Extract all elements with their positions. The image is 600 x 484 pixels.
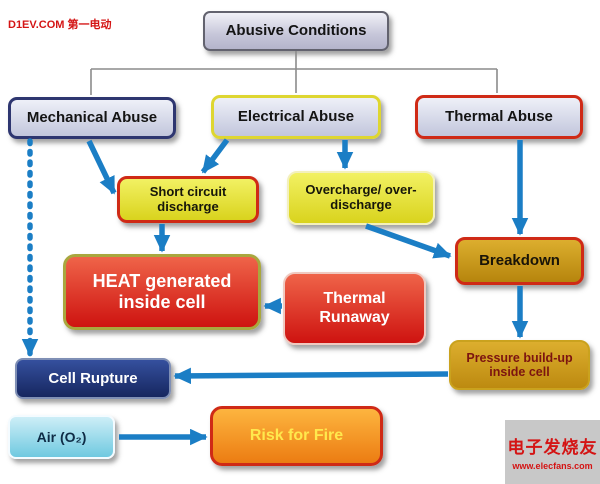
elecfans-watermark-title: 电子发烧友	[507, 438, 598, 457]
connector-lines	[90, 51, 498, 95]
connector-tree	[90, 51, 498, 95]
node-label: Overcharge/ over-discharge	[305, 182, 417, 212]
d1ev-watermark: D1EV.COM 第一电动	[8, 19, 112, 31]
node-label: Cell Rupture	[48, 369, 138, 387]
node-breakdown: Breakdown	[455, 237, 584, 285]
node-mechanical-abuse: Mechanical Abuse	[8, 97, 176, 139]
node-label: Risk for Fire	[249, 426, 344, 444]
node-label: HEAT generated inside cell	[92, 271, 232, 312]
node-label: Abusive Conditions	[225, 22, 367, 40]
node-cell-rupture: Cell Rupture	[15, 358, 171, 399]
node-air-oxygen: Air (O₂)	[8, 415, 115, 459]
node-label: Short circuit discharge	[149, 183, 227, 214]
node-electrical-abuse: Electrical Abuse	[211, 95, 381, 139]
node-label: Thermal Runaway	[319, 290, 390, 326]
elecfans-watermark-url: www.elecfans.com	[512, 461, 593, 471]
node-label: Breakdown	[479, 252, 560, 270]
arrow-electrical-to-short-circuit	[200, 138, 230, 174]
node-label: Air (O₂)	[36, 428, 87, 445]
node-heat-generated-inside-cell: HEAT generated inside cell	[63, 254, 261, 330]
arrow-overcharge-to-breakdown	[365, 223, 452, 259]
node-abusive-conditions: Abusive Conditions	[203, 11, 389, 51]
node-risk-for-fire: Risk for Fire	[210, 406, 383, 466]
node-thermal-runaway: Thermal Runaway	[283, 272, 426, 345]
node-pressure-buildup-inside-cell: Pressure build-up inside cell	[449, 340, 590, 390]
node-label: Pressure build-up inside cell	[466, 350, 573, 379]
node-overcharge-overdischarge: Overcharge/ over-discharge	[287, 171, 435, 225]
node-thermal-abuse: Thermal Abuse	[415, 95, 583, 139]
node-label: Thermal Abuse	[445, 108, 553, 126]
node-label: Mechanical Abuse	[26, 109, 158, 127]
arrow-pressure-to-cell-rupture	[173, 367, 449, 385]
elecfans-watermark: 电子发烧友 www.elecfans.com	[505, 420, 600, 484]
arrow-mechanical-to-short-circuit	[86, 139, 117, 195]
node-short-circuit-discharge: Short circuit discharge	[117, 176, 259, 223]
node-label: Electrical Abuse	[237, 108, 355, 126]
